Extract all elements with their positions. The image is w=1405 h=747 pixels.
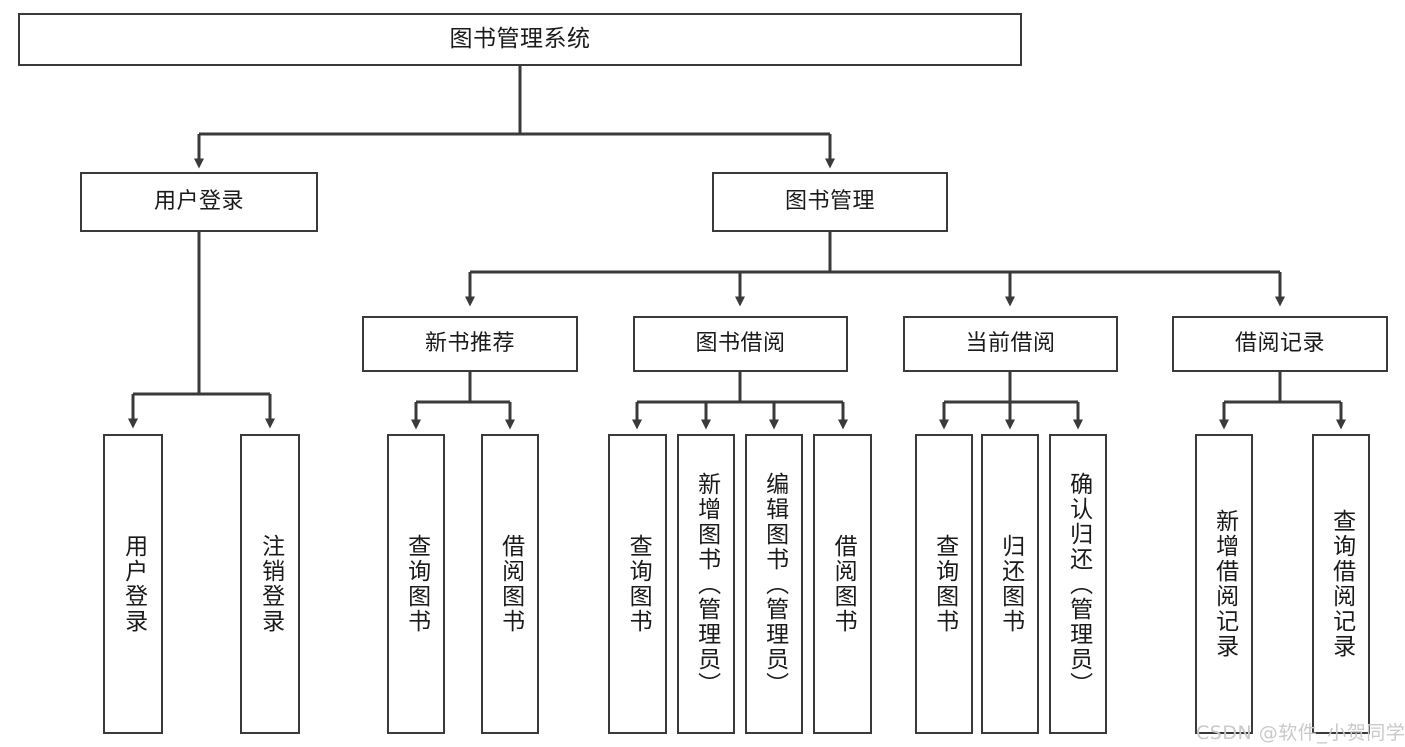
watermark-text: CSDN @软件_小贺同学 <box>1196 722 1405 744</box>
node-user-login[interactable]: 用户登录 <box>80 172 318 232</box>
node-borrow-record[interactable]: 借阅记录 <box>1172 316 1388 372</box>
node-label: 新书推荐 <box>424 331 515 357</box>
leaf-borrow-add-book[interactable]: 新增图书（管理员） <box>677 434 735 734</box>
node-label: 图书管理系统 <box>449 26 591 53</box>
node-label: 图书借阅 <box>695 331 786 357</box>
node-label: 查询图书 <box>931 534 958 634</box>
node-label: 用户登录 <box>120 534 147 634</box>
leaf-current-return-book[interactable]: 归还图书 <box>981 434 1039 734</box>
node-label: 新增图书（管理员） <box>693 471 720 697</box>
node-label: 查询图书 <box>625 534 652 634</box>
leaf-new-book-borrow[interactable]: 借阅图书 <box>481 434 539 734</box>
node-label: 借阅记录 <box>1234 331 1325 357</box>
node-label: 注销登录 <box>257 534 284 634</box>
node-label: 查询图书 <box>403 534 430 634</box>
leaf-user-login-logout[interactable]: 注销登录 <box>240 434 300 734</box>
node-label: 编辑图书（管理员） <box>761 471 788 697</box>
node-label: 新增借阅记录 <box>1211 509 1238 659</box>
leaf-user-login-login[interactable]: 用户登录 <box>103 434 163 734</box>
leaf-borrow-edit-book[interactable]: 编辑图书（管理员） <box>745 434 803 734</box>
leaf-borrow-borrow-book[interactable]: 借阅图书 <box>813 434 872 734</box>
node-root-system[interactable]: 图书管理系统 <box>18 13 1022 66</box>
node-label: 查询借阅记录 <box>1328 509 1355 659</box>
leaf-record-query[interactable]: 查询借阅记录 <box>1312 434 1370 734</box>
leaf-current-confirm-return[interactable]: 确认归还（管理员） <box>1049 434 1107 734</box>
node-label: 借阅图书 <box>497 534 524 634</box>
node-book-management[interactable]: 图书管理 <box>712 172 948 232</box>
node-label: 归还图书 <box>997 534 1024 634</box>
node-book-borrow[interactable]: 图书借阅 <box>633 316 848 372</box>
node-label: 确认归还（管理员） <box>1065 471 1092 697</box>
node-label: 当前借阅 <box>965 331 1056 357</box>
node-new-book-recommend[interactable]: 新书推荐 <box>362 316 578 372</box>
leaf-record-add[interactable]: 新增借阅记录 <box>1195 434 1253 734</box>
leaf-new-book-query[interactable]: 查询图书 <box>387 434 445 734</box>
node-label: 借阅图书 <box>830 534 857 634</box>
leaf-current-query-book[interactable]: 查询图书 <box>915 434 973 734</box>
node-current-borrow[interactable]: 当前借阅 <box>903 316 1118 372</box>
node-label: 图书管理 <box>784 189 875 215</box>
leaf-borrow-query-book[interactable]: 查询图书 <box>608 434 667 734</box>
node-label: 用户登录 <box>153 189 244 215</box>
